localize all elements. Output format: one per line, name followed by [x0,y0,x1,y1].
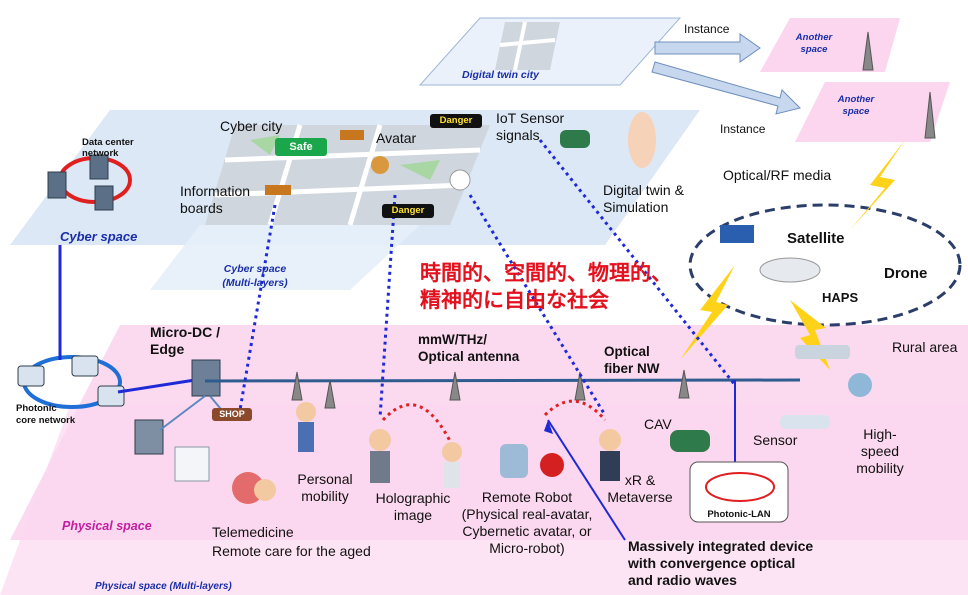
server-icon-2 [89,154,109,180]
dotted-links [238,139,737,446]
instance-label-1: Instance [684,22,730,36]
cyber-city-label: Cyber city [220,118,283,134]
physical-multi-label: Physical space (Multi-layers) [95,581,232,592]
instance-label-2: Instance [720,122,766,136]
avatar-label: Avatar [376,130,417,146]
photonic-core-label: Photonic core network [16,403,76,426]
sensor-label: Sensor [753,432,798,448]
lightning-1 [850,140,905,230]
cav-label: CAV [644,416,672,432]
remote-robot-label: Remote Robot (Physical real-avatar, Cybe… [461,489,593,556]
switch-icon-2 [71,355,99,377]
photonic-lan-ring [705,472,775,502]
digital-twin-sim-label: Digital twin & Simulation [603,182,684,215]
server-icon-1 [47,171,67,199]
info-board-sign-1 [340,130,364,140]
shop-sign: SHOP [212,408,252,421]
cyber-plane-multi [150,225,420,290]
high-speed-label: High- speed mobility [856,426,904,476]
personal-mobility-label: Personal mobility [297,471,353,504]
information-boards-label: Information boards [180,183,251,216]
optical-fiber-label: Optical fiber NW [604,344,660,376]
sky-ellipse [688,203,962,327]
holographic-label: Holographic image [375,490,451,523]
danger-badge-2: Danger [382,204,434,218]
xr-metaverse-label: xR & Metaverse [607,472,673,505]
mmw-label: mmW/THz/ Optical antenna [418,332,520,364]
danger-badge-1: Danger [430,114,482,128]
micro-dc-icon [191,359,221,397]
edge-branch [159,395,206,431]
massive-device-arrow [547,419,626,541]
data-center-label: Data center network [82,137,134,159]
another-space-plane-2 [795,82,950,142]
hospital-building-icon [134,419,164,455]
iot-sensor-label: IoT Sensor signals [496,110,565,143]
core-to-dc-link [117,378,196,394]
optical-fiber-line [204,378,801,383]
physical-space-label: Physical space [62,519,152,533]
drone-label: Drone [884,265,928,282]
people-objects [232,112,872,504]
slogan-text: 時間的、空間的、物理的、 精神的に自由な社会 [420,262,672,312]
another-space-label-1: Another space [795,32,833,55]
server-icon-3 [94,185,114,211]
another-space-label-2: Another space [837,94,875,117]
lightning-2 [680,265,735,360]
instance-arrow-2 [651,61,801,115]
digital-twin-city-label: Digital twin city [462,69,540,81]
photonic-lan-label: Photonic-LAN [707,509,771,520]
switch-icon-3 [97,385,125,407]
haps-label: HAPS [822,290,859,305]
antenna-icons [291,31,936,409]
arrowhead [544,420,553,434]
massive-device-label: Massively integrated device with converg… [628,538,814,588]
cyber-space-label: Cyber space [60,229,138,244]
satellite-label: Satellite [787,230,845,247]
rural-area-label: Rural area [892,339,958,355]
switch-icon-1 [17,365,45,387]
cyber-space-multi-label: Cyber space (Multi-layers) [222,263,288,289]
micro-dc-label: Micro-DC / Edge [150,324,220,357]
instance-arrow-1 [654,33,761,63]
hospital-icon [174,446,210,482]
info-board-sign-2 [265,185,291,195]
optical-rf-label: Optical/RF media [723,167,832,183]
telemedicine-label: Telemedicine Remote care for the aged [212,524,371,559]
safe-badge: Safe [275,138,327,156]
